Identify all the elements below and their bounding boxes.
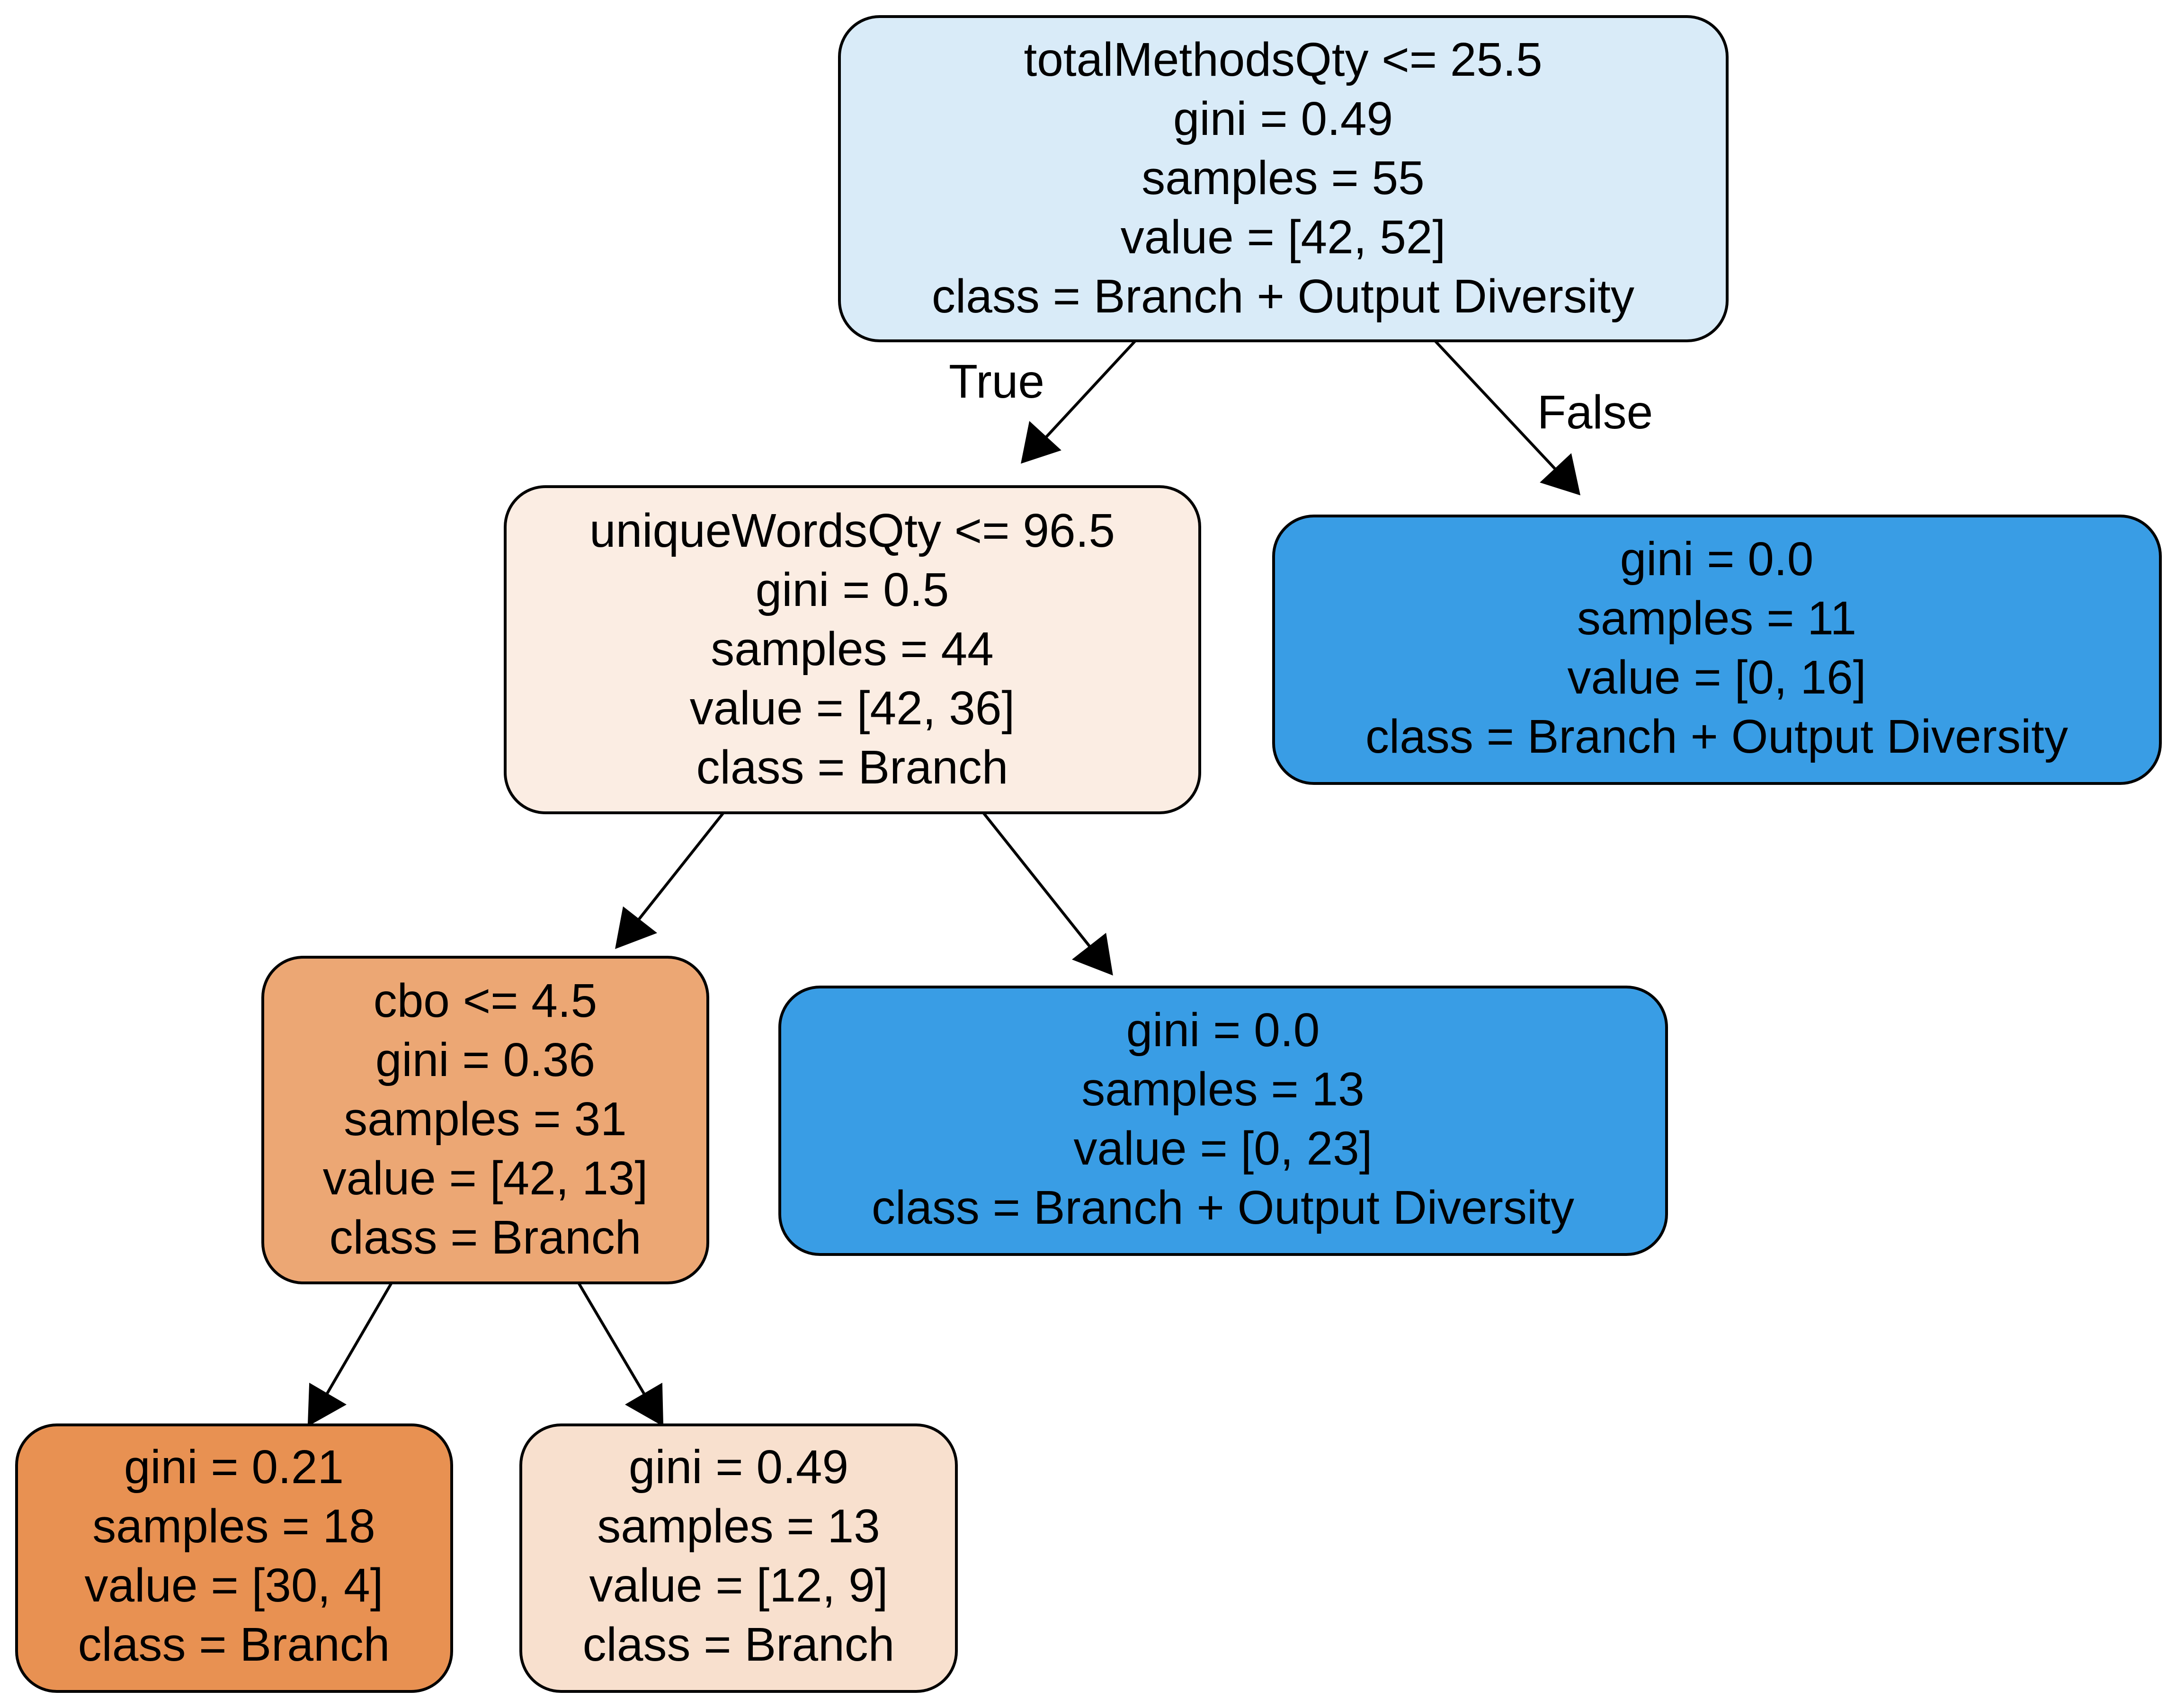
edge-line [1044,339,1137,439]
node-gini: gini = 0.5 [756,563,949,616]
node-samples: samples = 11 [1577,592,1856,645]
edge-root-n2: False [1434,339,1653,496]
node-samples: samples = 18 [92,1500,375,1553]
node-value: value = [12, 9] [589,1559,888,1612]
arrowhead-icon [615,906,658,949]
tree-node-n2: gini = 0.0 samples = 11 value = [0, 16] … [1272,515,2162,785]
edge-n3-n6 [577,1282,664,1427]
node-class: class = Branch [583,1618,895,1671]
tree-node-n1: uniqueWordsQty <= 96.5 gini = 0.5 sample… [504,485,1201,814]
node-box [519,1423,958,1693]
edge-n1-n4 [982,812,1113,976]
tree-node-root: totalMethodsQty <= 25.5 gini = 0.49 samp… [838,15,1729,342]
edge-line [636,812,725,922]
node-box [778,986,1668,1256]
edge-label-true: True [949,355,1044,408]
edge-root-n1: True [949,339,1137,464]
node-samples: samples = 55 [1142,151,1425,205]
tree-node-n6: gini = 0.49 samples = 13 value = [12, 9]… [519,1423,958,1693]
node-samples: samples = 44 [711,623,994,676]
tree-node-n3: cbo <= 4.5 gini = 0.36 samples = 31 valu… [261,956,709,1284]
arrowhead-icon [1021,421,1061,464]
node-samples: samples = 13 [597,1500,880,1553]
edge-line [982,812,1092,948]
edge-line [577,1282,646,1396]
node-gini: gini = 0.49 [629,1441,848,1494]
node-gini: gini = 0.36 [375,1033,595,1086]
arrowhead-icon [625,1382,664,1427]
edge-line [1434,339,1557,471]
arrowhead-icon [1071,933,1113,976]
node-class: class = Branch [330,1211,642,1264]
node-value: value = [42, 13] [323,1152,648,1205]
node-class: class = Branch + Output Diversity [932,270,1634,323]
node-split-condition: cbo <= 4.5 [374,974,598,1027]
tree-node-n4: gini = 0.0 samples = 13 value = [0, 23] … [778,986,1668,1256]
node-gini: gini = 0.21 [124,1441,344,1494]
arrowhead-icon [307,1382,347,1427]
node-gini: gini = 0.0 [1126,1004,1320,1057]
node-box [261,956,709,1284]
node-value: value = [0, 23] [1073,1122,1372,1175]
node-class: class = Branch [696,741,1008,794]
node-samples: samples = 13 [1081,1063,1364,1116]
arrowhead-icon [1540,453,1581,496]
node-value: value = [0, 16] [1567,651,1866,704]
node-box [504,485,1201,814]
node-split-condition: totalMethodsQty <= 25.5 [1024,33,1542,86]
edge-n3-n5 [307,1282,393,1427]
node-gini: gini = 0.0 [1620,533,1814,586]
node-samples: samples = 31 [344,1093,627,1146]
node-split-condition: uniqueWordsQty <= 96.5 [589,504,1115,557]
node-value: value = [30, 4] [84,1559,383,1612]
node-box [1272,515,2162,785]
node-class: class = Branch + Output Diversity [872,1181,1574,1234]
edge-line [325,1282,393,1396]
node-class: class = Branch + Output Diversity [1365,710,2068,763]
edge-label-false: False [1537,386,1653,439]
tree-node-n5: gini = 0.21 samples = 18 value = [30, 4]… [15,1423,453,1693]
node-class: class = Branch [78,1618,390,1671]
node-value: value = [42, 52] [1121,211,1446,264]
edge-n1-n3 [615,812,725,949]
node-gini: gini = 0.49 [1173,92,1393,145]
node-value: value = [42, 36] [690,682,1015,735]
node-box [15,1423,453,1693]
node-box [838,15,1729,342]
